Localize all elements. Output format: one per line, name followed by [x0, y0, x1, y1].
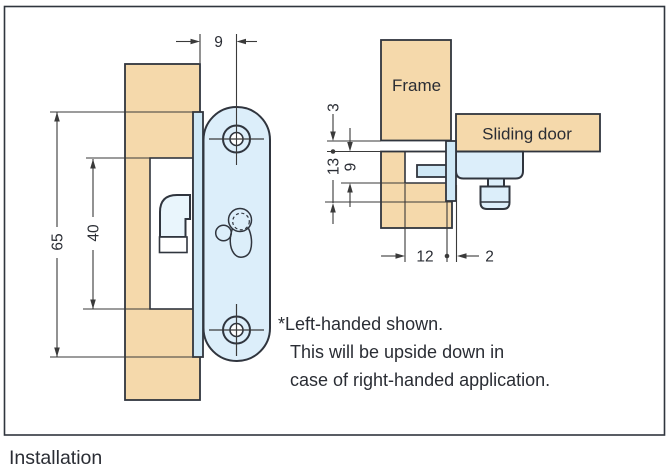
dim-label-65: 65	[50, 233, 67, 250]
sliding-door-label: Sliding door	[482, 125, 572, 144]
figure-border	[3, 5, 666, 436]
dim-mortise-depth: 9	[343, 128, 360, 207]
dim-label-13: 13	[326, 158, 343, 175]
dim-label-2: 2	[485, 249, 494, 266]
sliding-door-board	[455, 113, 601, 153]
dim-strike-depth: 13	[326, 158, 343, 224]
screw-hole-bottom	[209, 304, 264, 356]
dim-face-gap: 3	[326, 103, 343, 154]
dim-plate-offset: 9	[176, 34, 257, 165]
dim-label-12: 12	[416, 249, 433, 266]
dim-pocket-and-clearance: 12 2	[381, 184, 494, 266]
dim-label-9-top: 9	[214, 34, 223, 51]
thumbturn-cutout	[214, 207, 253, 258]
front-view: 9 65 40	[50, 34, 271, 401]
frame-board	[380, 39, 452, 142]
hook-bolt	[159, 194, 191, 238]
hook-bolt-foot	[158, 236, 188, 254]
strike-plate	[445, 140, 457, 202]
frame-label: Frame	[392, 76, 441, 95]
dim-case-height: 65	[50, 112, 67, 357]
handedness-note: *Left-handed shown. This will be upside …	[278, 314, 550, 390]
section-view: Frame Sliding door 3 13 9	[325, 39, 601, 266]
hook-bar-section	[416, 164, 448, 178]
dim-label-9-section: 9	[343, 163, 360, 172]
dim-label-3: 3	[326, 103, 343, 112]
thumbturn-knob	[479, 177, 511, 210]
note-line-1: *Left-handed shown.	[278, 314, 443, 334]
figure-caption: Installation	[9, 447, 102, 469]
lock-case-section	[455, 150, 524, 180]
dim-mortise-height: 40	[86, 159, 103, 309]
note-line-2: This will be upside down in	[290, 342, 504, 362]
note-line-3: case of right-handed application.	[290, 370, 550, 390]
lock-case-edge	[192, 111, 204, 358]
dim-label-40: 40	[86, 224, 103, 242]
